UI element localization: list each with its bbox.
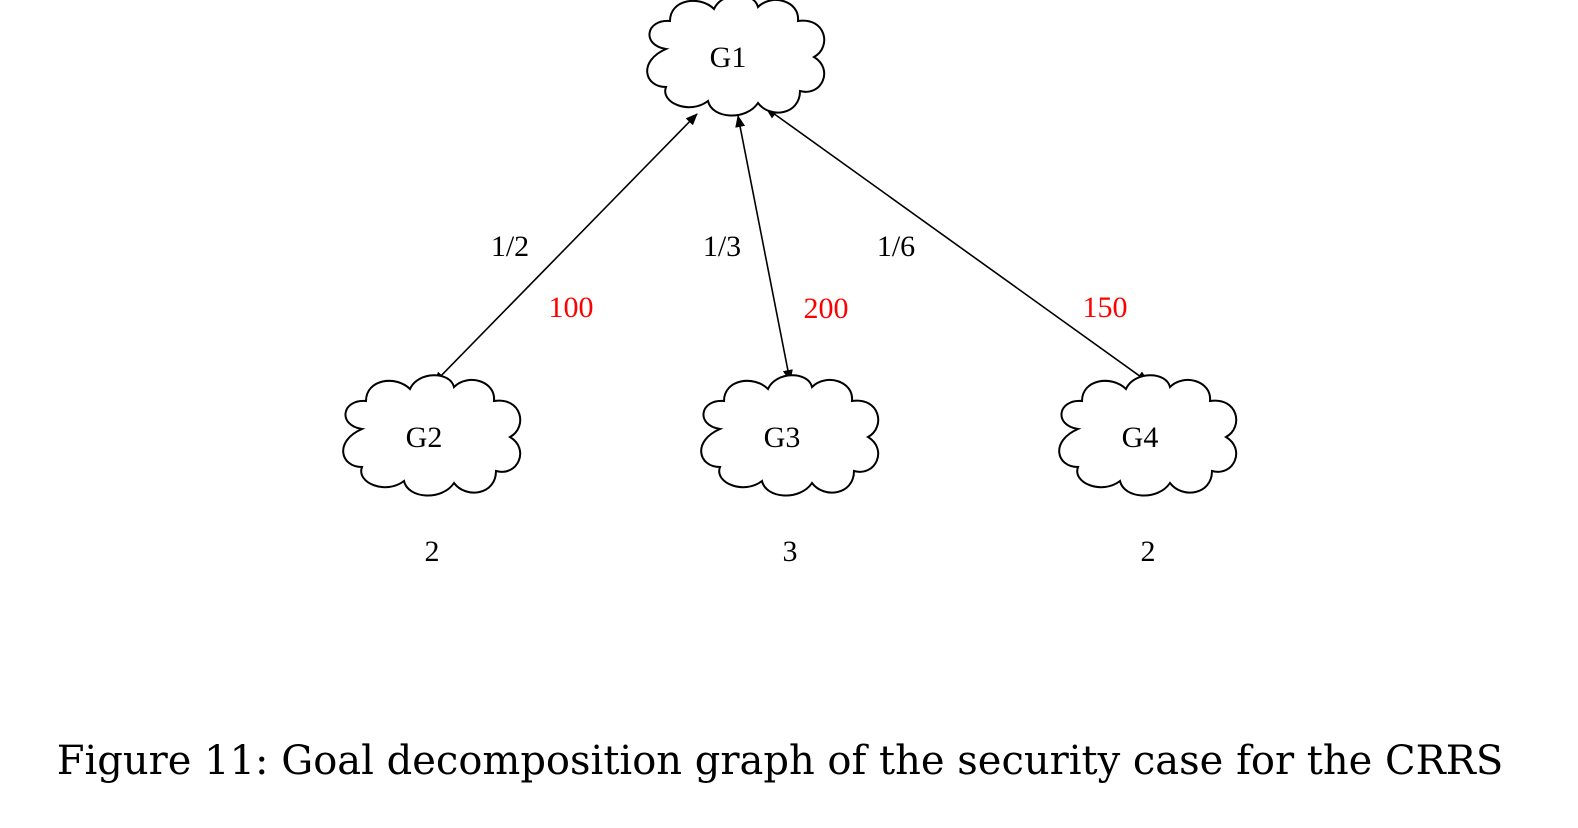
edge-g1-g2	[433, 113, 698, 384]
edges	[433, 107, 1149, 384]
edge-cost-label: 150	[1083, 291, 1128, 324]
figure-caption: Figure 11: Goal decomposition graph of t…	[56, 738, 1504, 784]
goal-node-label: G4	[1122, 421, 1159, 454]
goal-node-weight: 3	[783, 535, 798, 568]
edge-cost-label: 100	[549, 291, 594, 324]
edge-ratio-label: 1/2	[491, 230, 529, 263]
goal-node-weight: 2	[1141, 535, 1156, 568]
edge-ratio-label: 1/3	[703, 230, 741, 263]
edge-labels: 1/2 100 1/3 200 1/6 150	[491, 230, 1128, 325]
goal-node-label: G1	[710, 41, 747, 74]
goal-node-g2: G2	[342, 374, 522, 497]
edge-ratio-label: 1/6	[877, 230, 915, 263]
goal-node-weight: 2	[425, 535, 440, 568]
goal-node-g1: G1	[646, 0, 826, 117]
goal-node-g4: G4	[1058, 374, 1238, 497]
edge-g1-g3	[735, 115, 793, 382]
goal-node-label: G3	[764, 421, 801, 454]
goal-node-g3: G3	[700, 374, 880, 497]
goal-node-label: G2	[406, 421, 443, 454]
edge-g1-g4	[765, 107, 1149, 383]
edge-cost-label: 200	[804, 292, 849, 325]
